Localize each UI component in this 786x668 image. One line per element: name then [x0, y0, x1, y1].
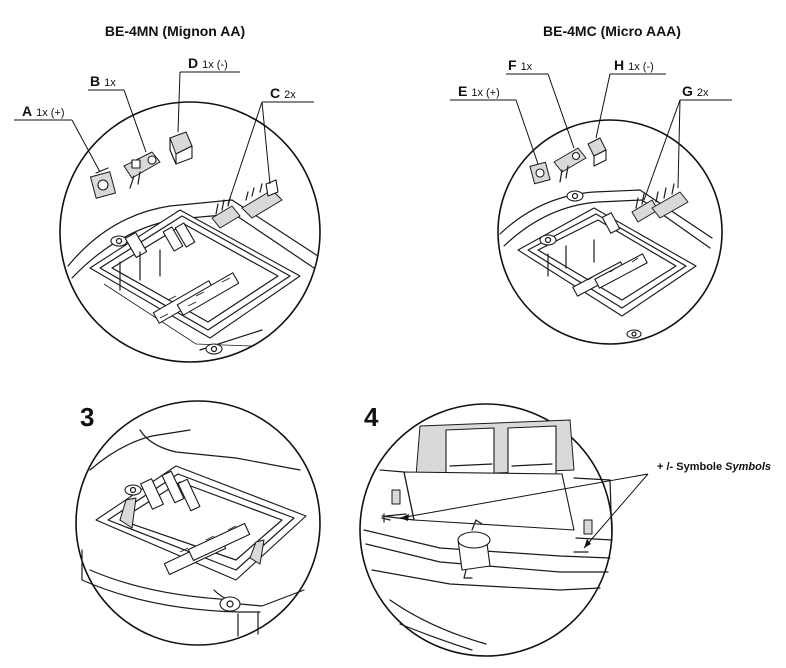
part-b-spring-contact: [123, 151, 161, 189]
part-f-spring-contact: [553, 147, 587, 183]
step-4-number: 4: [364, 402, 379, 432]
part-d-minus-contact: [169, 131, 193, 165]
panel-aa: BE-4MN (Mignon AA): [14, 23, 321, 363]
part-c-battery-clips: [211, 179, 283, 229]
panel-step-3-housing: [81, 429, 307, 637]
part-h-minus-contact: [587, 137, 607, 167]
panel-step-4-housing: [363, 419, 613, 651]
part-a-plus-contact: [89, 167, 117, 199]
symbols-callout: + /- Symbole Symbols: [399, 461, 771, 549]
panel-step-4: 4: [359, 402, 771, 657]
panel-aa-heading: BE-4MN (Mignon AA): [105, 23, 245, 39]
part-g-battery-clips: [631, 183, 689, 223]
part-e-plus-contact: [529, 161, 551, 185]
panel-aaa: BE-4MC (Micro AAA): [450, 23, 732, 345]
panel-step-3: 3: [75, 400, 321, 646]
symbols-callout-label: + /- Symbole Symbols: [657, 461, 771, 473]
panel-aa-housing: [67, 199, 319, 355]
panel-aaa-heading: BE-4MC (Micro AAA): [543, 23, 681, 39]
panel-aaa-housing: [499, 189, 713, 339]
step-3-number: 3: [80, 402, 94, 432]
